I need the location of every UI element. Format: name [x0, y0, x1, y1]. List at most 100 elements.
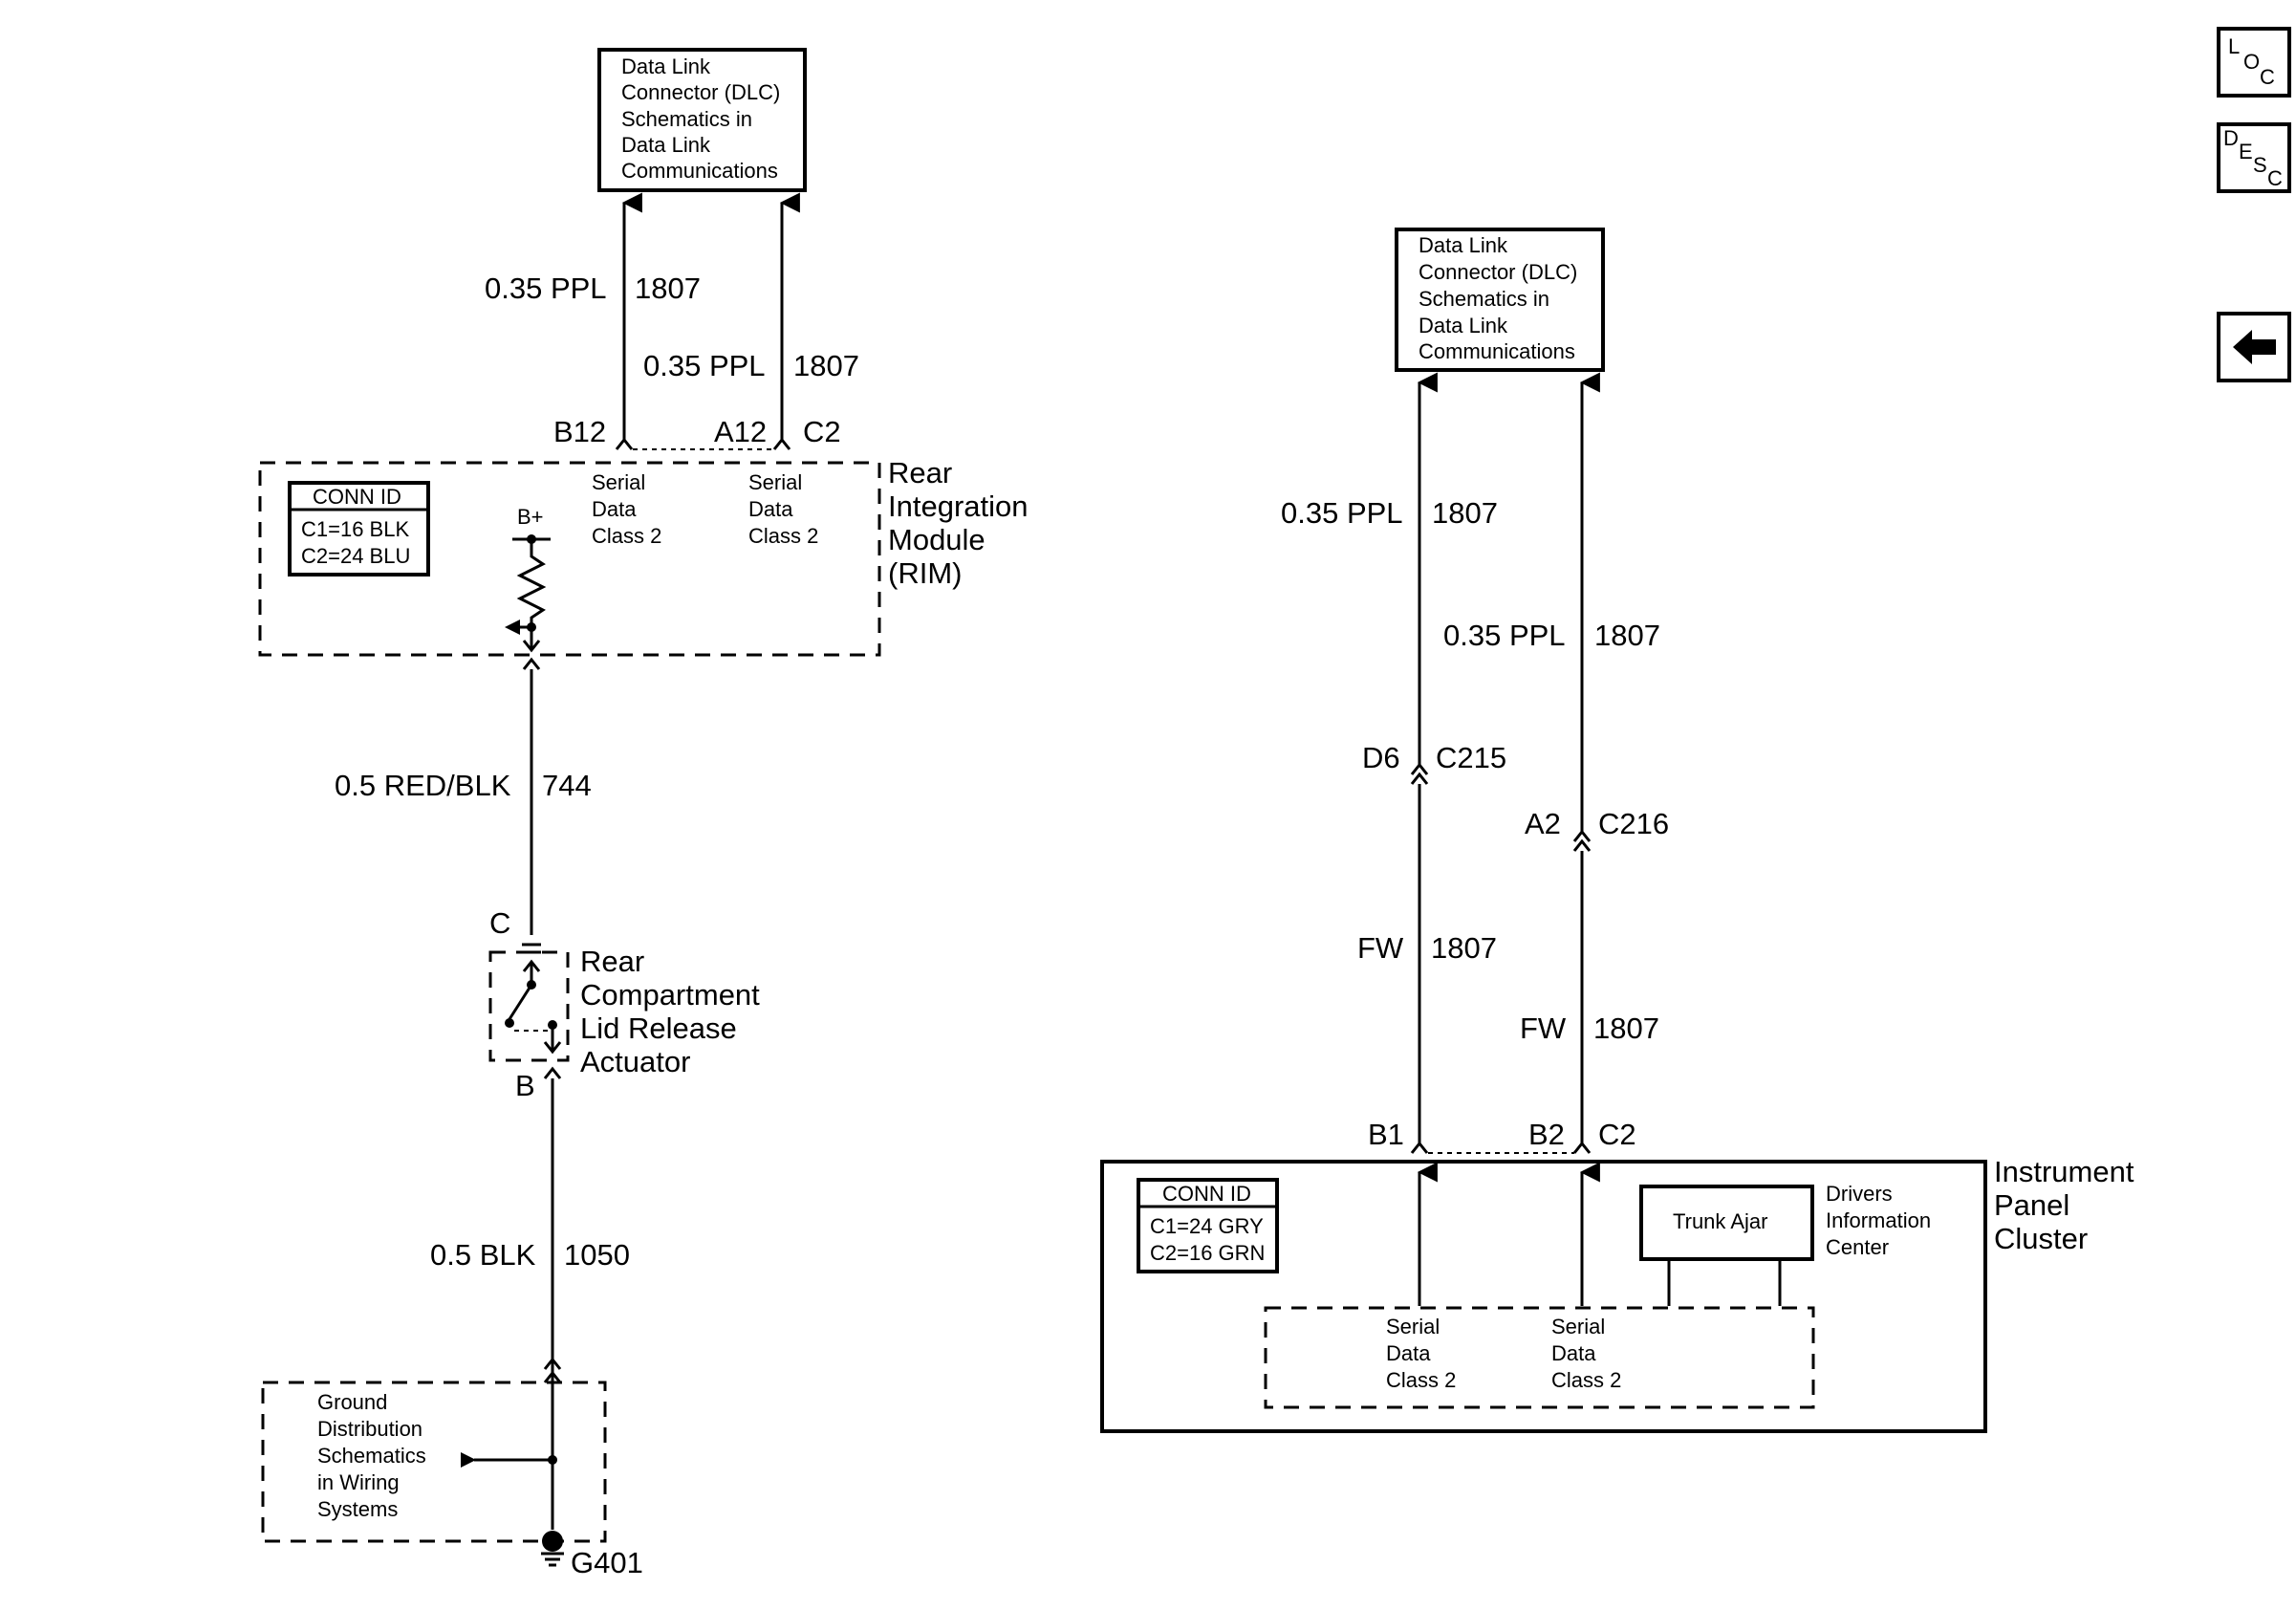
ipc-conn-id-row-2: C2=16 GRN: [1150, 1241, 1265, 1265]
left-wire3-circuit: 744: [542, 769, 592, 802]
left-pin-b12-connector: [615, 437, 634, 450]
left-dlc-box: Data Link Connector (DLC) Schematics in …: [597, 48, 807, 192]
actuator-title-2: Compartment: [580, 978, 760, 1012]
rim-serial1-line-2: Data: [592, 497, 637, 521]
right-wire2-circuit: 1807: [1594, 619, 1660, 652]
loc-letter-l: L: [2228, 34, 2240, 58]
ipc-conn-id-box: CONN ID C1=24 GRY C2=16 GRN: [1137, 1178, 1279, 1273]
ground-symbol-icon: [541, 1531, 564, 1567]
lid-release-actuator: Rear Compartment Lid Release Actuator: [488, 943, 760, 1078]
left-conn-c2: C2: [803, 415, 841, 448]
ipc-conn-id-title: CONN ID: [1162, 1182, 1251, 1206]
connector-c216: [1572, 829, 1592, 852]
rim-conn-id-box: CONN ID C1=16 BLK C2=24 BLU: [288, 481, 430, 577]
actuator-title-3: Lid Release: [580, 1012, 737, 1045]
left-wire2-gauge: 0.35 PPL: [643, 349, 766, 382]
loc-letter-o: O: [2243, 50, 2260, 74]
right-wire2-gauge: 0.35 PPL: [1443, 619, 1566, 652]
desc-letter-e: E: [2239, 140, 2253, 163]
right-dlc-line-4: Data Link: [1419, 314, 1508, 337]
rim-title-3: Module: [888, 523, 986, 556]
ipc-serial1-line-1: Serial: [1386, 1315, 1440, 1338]
ground-box-line-4: in Wiring: [317, 1470, 400, 1494]
rim-serial2-line-2: Data: [748, 497, 793, 521]
trunk-ajar-box: Trunk Ajar: [1639, 1185, 1814, 1306]
right-pin-b1-connector: [1410, 1141, 1429, 1154]
left-dlc-line-2: Connector (DLC): [621, 80, 780, 104]
ground-arrow-icon: [461, 1452, 476, 1468]
ipc-serial2-line-2: Data: [1551, 1341, 1596, 1365]
right-dlc-line-3: Schematics in: [1419, 287, 1549, 311]
desc-button[interactable]: D E S C: [2217, 122, 2291, 193]
ground-box-line-5: Systems: [317, 1497, 398, 1521]
ground-distribution-box: Ground Distribution Schematics in Wiring…: [261, 1381, 607, 1543]
ipc-serial2-line-3: Class 2: [1551, 1368, 1621, 1392]
dic-line-3: Center: [1826, 1235, 1889, 1259]
ipc-serial2-line-1: Serial: [1551, 1315, 1605, 1338]
left-dlc-line-3: Schematics in: [621, 107, 752, 131]
ipc-conn-id-row-1: C1=24 GRY: [1150, 1214, 1264, 1238]
rim-serial1-line-1: Serial: [592, 470, 645, 494]
right-wire1-gauge: 0.35 PPL: [1281, 496, 1403, 530]
left-arrow-icon: [2233, 330, 2276, 364]
right-wire4-gauge: FW: [1520, 1012, 1567, 1045]
ipc-title-3: Cluster: [1994, 1222, 2088, 1255]
ground-box-line-3: Schematics: [317, 1444, 426, 1468]
right-conn-c2: C2: [1598, 1118, 1636, 1151]
actuator-title-4: Actuator: [580, 1045, 690, 1078]
right-wire4-circuit: 1807: [1593, 1012, 1659, 1045]
ipc-serial1-line-2: Data: [1386, 1341, 1431, 1365]
left-wire1-circuit: 1807: [635, 272, 701, 305]
rim-pullup-resistor: B+: [505, 505, 551, 653]
rim-serial2-line-1: Serial: [748, 470, 802, 494]
left-pin-a12-connector: [772, 437, 791, 450]
rim-conn-id-row-1: C1=16 BLK: [301, 517, 409, 541]
ipc-title-1: Instrument: [1994, 1155, 2134, 1188]
right-conn-c215: C215: [1436, 741, 1506, 774]
dic-line-2: Information: [1826, 1208, 1931, 1232]
actuator-title-1: Rear: [580, 945, 644, 978]
rim-title-4: (RIM): [888, 556, 962, 590]
rim-title-2: Integration: [888, 490, 1029, 523]
right-pin-b1: B1: [1368, 1118, 1404, 1151]
ipc-serial1-line-3: Class 2: [1386, 1368, 1456, 1392]
left-dlc-line-5: Communications: [621, 159, 778, 183]
left-dlc-line-4: Data Link: [621, 133, 711, 157]
rim-conn-id-title: CONN ID: [313, 485, 401, 509]
desc-letter-c: C: [2267, 166, 2283, 190]
actuator-output-connector: [543, 1066, 562, 1079]
rim-title-1: Rear: [888, 456, 952, 490]
left-wire4-gauge: 0.5 BLK: [430, 1238, 536, 1272]
rim-module: Rear Integration Module (RIM) CONN ID C1…: [258, 456, 1029, 657]
trunk-ajar-label: Trunk Ajar: [1673, 1209, 1767, 1233]
left-wire1-gauge: 0.35 PPL: [485, 272, 607, 305]
right-conn-c216: C216: [1598, 807, 1669, 840]
right-dlc-box: Data Link Connector (DLC) Schematics in …: [1395, 228, 1605, 372]
rim-output-connector: [522, 657, 541, 670]
left-dlc-line-1: Data Link: [621, 54, 711, 78]
loc-letter-c: C: [2260, 65, 2275, 89]
left-pin-a12: A12: [714, 415, 767, 448]
actuator-pin-b: B: [515, 1069, 535, 1102]
connector-c215: [1410, 762, 1429, 785]
loc-button[interactable]: L O C: [2217, 27, 2291, 98]
rim-bplus-label: B+: [517, 505, 544, 529]
back-button[interactable]: [2217, 312, 2291, 382]
right-pin-b2-connector: [1572, 1141, 1592, 1154]
left-wire4-circuit: 1050: [564, 1238, 630, 1272]
instrument-panel-cluster: Instrument Panel Cluster CONN ID C1=24 G…: [1100, 1155, 2134, 1433]
ground-connector-bottom: [543, 1370, 562, 1383]
left-wire3-gauge: 0.5 RED/BLK: [335, 769, 511, 802]
rim-input-arrow-icon: [505, 620, 520, 635]
ipc-serial-data-box: Serial Data Class 2 Serial Data Class 2: [1264, 1306, 1815, 1409]
right-dlc-line-2: Connector (DLC): [1419, 260, 1577, 284]
ipc-title-2: Panel: [1994, 1188, 2069, 1222]
left-wire2-circuit: 1807: [793, 349, 859, 382]
right-wire3-gauge: FW: [1357, 931, 1404, 965]
right-wire1-circuit: 1807: [1432, 496, 1498, 530]
right-pin-a2: A2: [1525, 807, 1561, 840]
ground-label: G401: [571, 1546, 643, 1579]
right-dlc-line-1: Data Link: [1419, 233, 1508, 257]
right-wire3-circuit: 1807: [1431, 931, 1497, 965]
